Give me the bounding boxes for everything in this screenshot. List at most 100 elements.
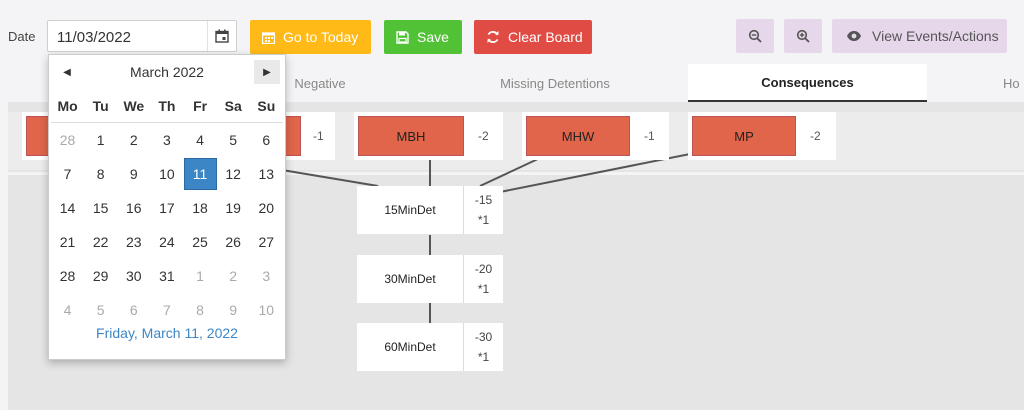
calendar-day[interactable]: 8 bbox=[196, 302, 204, 318]
top-node-mbh[interactable]: MBH -2 bbox=[354, 112, 503, 160]
view-events-actions-button[interactable]: View Events/Actions bbox=[832, 19, 1007, 53]
detention-node-60-points: -30 bbox=[474, 330, 493, 344]
tab-missing-detentions[interactable]: Missing Detentions bbox=[500, 75, 610, 91]
calendar-icon bbox=[215, 29, 229, 43]
top-node-0-points: -1 bbox=[313, 129, 324, 143]
calendar-day[interactable]: 6 bbox=[262, 132, 271, 148]
calendar-day[interactable]: 10 bbox=[159, 166, 175, 182]
weekday-label: We bbox=[123, 98, 145, 114]
detention-node-60-label: 60MinDet bbox=[357, 323, 464, 371]
top-node-mbh-tag: MBH bbox=[358, 116, 464, 156]
calendar-day[interactable]: 5 bbox=[229, 132, 238, 148]
zoom-out-button[interactable] bbox=[736, 19, 774, 53]
calendar-today-link[interactable]: Friday, March 11, 2022 bbox=[96, 325, 238, 341]
detention-node-15-values: -15 *1 bbox=[464, 186, 503, 234]
weekday-label: Sa bbox=[224, 98, 242, 114]
calendar-week-row: 4 5 6 7 8 9 10 bbox=[51, 293, 283, 327]
weekday-label: Th bbox=[158, 98, 176, 114]
top-node-mhw-tag: MHW bbox=[526, 116, 630, 156]
calendar-day[interactable]: 1 bbox=[96, 132, 105, 148]
calendar-day[interactable]: 18 bbox=[192, 200, 208, 216]
calendar-day[interactable]: 25 bbox=[192, 234, 208, 250]
calendar-day[interactable]: 4 bbox=[196, 132, 204, 148]
tab-consequences[interactable]: Consequences bbox=[688, 64, 927, 102]
detention-node-60[interactable]: 60MinDet -30 *1 bbox=[357, 323, 503, 371]
calendar-day[interactable]: 16 bbox=[126, 200, 142, 216]
calendar-day[interactable]: 12 bbox=[225, 166, 241, 182]
calendar-day[interactable]: 31 bbox=[159, 268, 175, 284]
weekday-label: Tu bbox=[92, 98, 109, 114]
calendar-day[interactable]: 9 bbox=[129, 166, 138, 182]
detention-node-30-values: -20 *1 bbox=[464, 255, 503, 303]
clear-board-label: Clear Board bbox=[508, 29, 583, 45]
calendar-toggle-button[interactable] bbox=[207, 21, 236, 51]
top-node-mp[interactable]: MP -2 bbox=[688, 112, 836, 160]
detention-node-15-label: 15MinDet bbox=[357, 186, 464, 234]
save-label: Save bbox=[417, 29, 449, 45]
calendar-week-row: 21 22 23 24 25 26 27 bbox=[51, 225, 283, 259]
detention-node-30-label: 30MinDet bbox=[357, 255, 464, 303]
calendar-month-title[interactable]: March 2022 bbox=[130, 64, 204, 80]
calendar-week-row: 14 15 16 17 18 19 20 bbox=[51, 191, 283, 225]
clear-board-button[interactable]: Clear Board bbox=[474, 20, 592, 54]
detention-node-15[interactable]: 15MinDet -15 *1 bbox=[357, 186, 503, 234]
calendar-day[interactable]: 22 bbox=[92, 234, 109, 250]
calendar-day[interactable]: 21 bbox=[59, 234, 76, 250]
next-month-button[interactable]: ▶ bbox=[254, 60, 280, 84]
calendar-day[interactable]: 29 bbox=[92, 268, 109, 284]
top-node-mp-points: -2 bbox=[810, 129, 821, 143]
top-node-mhw[interactable]: MHW -1 bbox=[522, 112, 669, 160]
calendar-day[interactable]: 6 bbox=[129, 302, 138, 318]
calendar-icon bbox=[262, 31, 275, 44]
previous-month-button[interactable]: ◀ bbox=[54, 60, 80, 84]
detention-node-15-mult: *1 bbox=[477, 213, 490, 227]
calendar-day[interactable]: 2 bbox=[229, 268, 238, 284]
calendar-day[interactable]: 15 bbox=[92, 200, 109, 216]
top-node-mbh-points: -2 bbox=[478, 129, 489, 143]
calendar-day[interactable]: 19 bbox=[225, 200, 241, 216]
calendar-day[interactable]: 27 bbox=[258, 234, 275, 250]
detention-node-30-points: -20 bbox=[474, 262, 493, 276]
calendar-day[interactable]: 5 bbox=[96, 302, 105, 318]
view-events-actions-label: View Events/Actions bbox=[872, 28, 999, 44]
calendar-day[interactable]: 3 bbox=[163, 132, 171, 148]
calendar-day[interactable]: 30 bbox=[126, 268, 142, 284]
calendar-day[interactable]: 8 bbox=[96, 166, 105, 182]
calendar-day[interactable]: 14 bbox=[59, 200, 76, 216]
calendar-day[interactable]: 1 bbox=[196, 268, 204, 284]
zoom-out-icon bbox=[748, 29, 762, 43]
calendar-day[interactable]: 4 bbox=[63, 302, 72, 318]
date-value[interactable]: 11/03/2022 bbox=[57, 29, 131, 46]
calendar-day[interactable]: 9 bbox=[229, 302, 238, 318]
calendar-day[interactable]: 7 bbox=[63, 166, 72, 182]
date-field[interactable]: 11/03/2022 bbox=[47, 20, 237, 52]
tab-partial[interactable]: Ho bbox=[1003, 75, 1020, 91]
caret-left-icon: ◀ bbox=[63, 66, 71, 78]
zoom-in-button[interactable] bbox=[784, 19, 822, 53]
detention-node-30[interactable]: 30MinDet -20 *1 bbox=[357, 255, 503, 303]
calendar-week-row: 28 1 2 3 4 5 6 bbox=[51, 123, 283, 157]
save-button[interactable]: Save bbox=[384, 20, 462, 54]
calendar-day[interactable]: 3 bbox=[262, 268, 271, 284]
date-label: Date bbox=[8, 29, 36, 44]
go-to-today-button[interactable]: Go to Today bbox=[250, 20, 371, 54]
calendar-day-selected[interactable]: 11 bbox=[183, 158, 217, 190]
calendar-day[interactable]: 7 bbox=[163, 302, 171, 318]
refresh-icon bbox=[486, 30, 500, 44]
calendar-day[interactable]: 20 bbox=[258, 200, 275, 216]
calendar-grid: Mo Tu We Th Fr Sa Su 28 1 2 3 4 5 6 7 8 … bbox=[51, 90, 283, 327]
floppy-disk-icon bbox=[396, 30, 409, 44]
calendar-day[interactable]: 13 bbox=[258, 166, 275, 182]
calendar-day[interactable]: 28 bbox=[59, 268, 76, 284]
calendar-week-row: 28 29 30 31 1 2 3 bbox=[51, 259, 283, 293]
eye-icon bbox=[846, 30, 862, 42]
calendar-day[interactable]: 26 bbox=[225, 234, 241, 250]
calendar-day[interactable]: 2 bbox=[129, 132, 138, 148]
tab-negative[interactable]: Negative bbox=[294, 75, 346, 91]
calendar-day[interactable]: 17 bbox=[159, 200, 175, 216]
calendar-day[interactable]: 28 bbox=[59, 132, 76, 148]
calendar-day[interactable]: 23 bbox=[126, 234, 142, 250]
calendar-day[interactable]: 24 bbox=[159, 234, 175, 250]
detention-node-15-points: -15 bbox=[474, 193, 493, 207]
calendar-day[interactable]: 10 bbox=[258, 302, 275, 318]
